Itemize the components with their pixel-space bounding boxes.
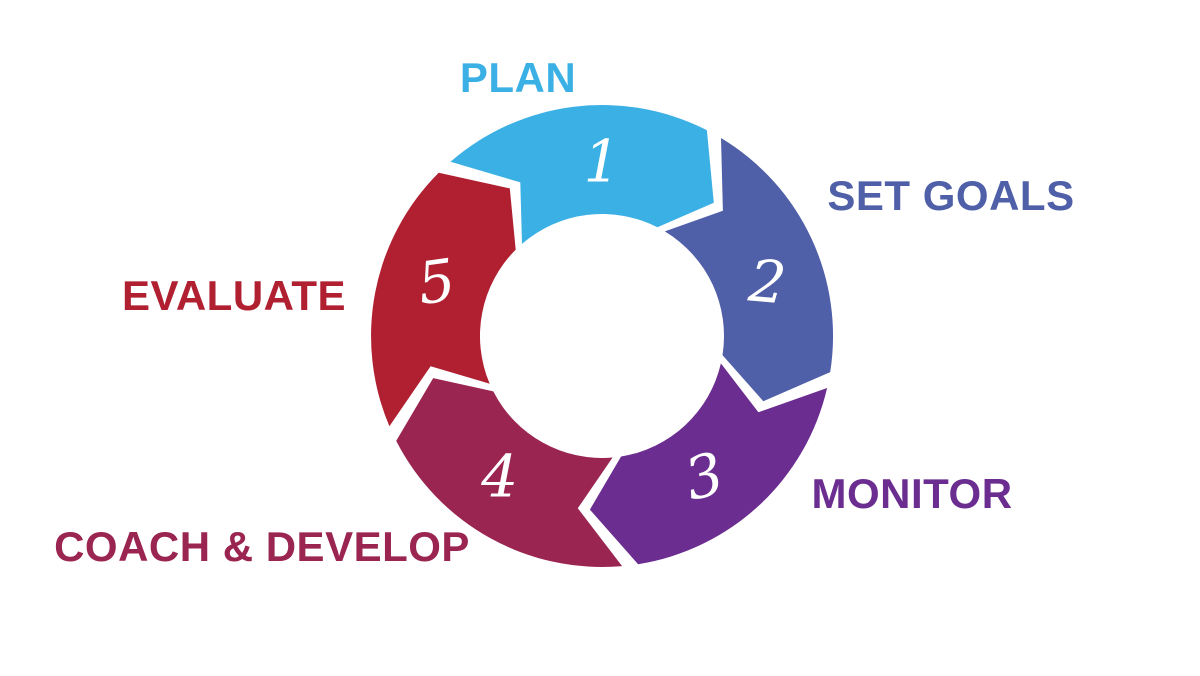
step-number-4: 4 (480, 443, 518, 511)
segment-monitor (589, 363, 828, 565)
segment-plan (450, 105, 714, 244)
step-label-plan: PLAN (459, 54, 577, 101)
segment-coach-develop (396, 378, 623, 567)
segment-set-goals (664, 138, 834, 402)
step-label-monitor: MONITOR (811, 470, 1013, 517)
step-number-1: 1 (584, 128, 621, 196)
step-number-2: 2 (745, 246, 789, 317)
segment-evaluate (371, 172, 516, 427)
step-label-set-goals: SET GOALS (827, 172, 1075, 219)
step-label-coach-develop: COACH & DEVELOP (54, 523, 470, 570)
step-label-evaluate: EVALUATE (121, 272, 347, 319)
